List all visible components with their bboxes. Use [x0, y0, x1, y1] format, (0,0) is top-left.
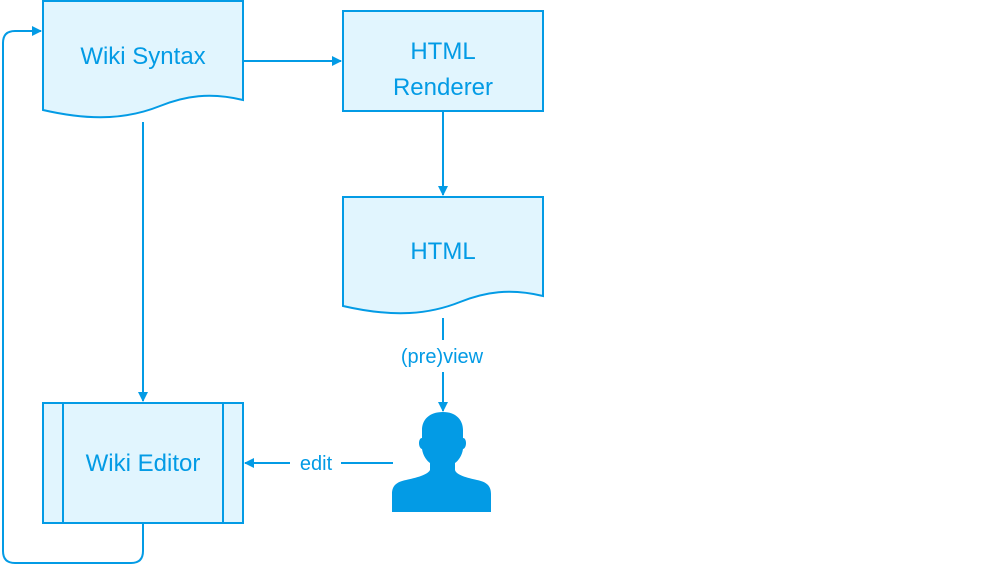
edge-label-preview: (pre)view [401, 346, 484, 368]
user-icon[interactable] [392, 412, 491, 512]
edge-label-edit: edit [300, 453, 333, 475]
node-wiki-syntax-label: Wiki Syntax [80, 43, 205, 70]
node-html-label: HTML [410, 238, 475, 265]
node-html-renderer-label-line2: Renderer [393, 74, 493, 101]
edge-editor-to-syntax[interactable] [2, 26, 144, 564]
node-wiki-editor[interactable]: Wiki Editor [42, 402, 244, 524]
node-html-renderer[interactable]: HTML Renderer [342, 10, 544, 112]
node-wiki-syntax[interactable]: Wiki Syntax [42, 0, 244, 119]
node-wiki-editor-label: Wiki Editor [86, 450, 201, 477]
node-html-renderer-label-line1: HTML [410, 38, 475, 65]
node-html[interactable]: HTML [342, 196, 544, 315]
